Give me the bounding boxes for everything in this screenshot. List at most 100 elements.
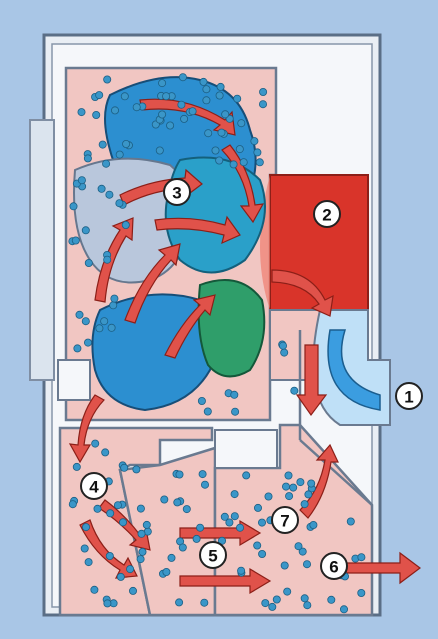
moisture-particle [358,554,365,561]
moisture-particle [199,471,206,478]
moisture-particle [156,147,163,154]
moisture-particle [104,76,111,83]
moisture-particle [163,568,170,575]
moisture-particle [291,387,298,394]
moisture-particle [281,349,288,356]
moisture-particle [96,325,103,332]
moisture-particle [72,237,79,244]
moisture-particle [116,151,123,158]
callout-5: 5 [200,542,226,568]
moisture-particle [82,524,89,531]
moisture-particle [218,129,225,136]
moisture-particle [201,481,208,488]
moisture-particle [161,496,168,503]
moisture-particle [133,104,140,111]
moisture-particle [121,93,128,100]
moisture-particle [273,596,280,603]
moisture-particle [99,141,106,148]
moisture-particle [119,519,126,526]
moisture-particle [123,140,130,147]
moisture-particle [216,92,223,99]
callout-label-2: 2 [322,206,331,225]
garment-green [199,280,265,376]
moisture-particle [254,149,261,156]
moisture-particle [212,147,219,154]
moisture-particle [78,109,85,116]
moisture-particle [221,513,228,520]
moisture-particle [92,440,99,447]
moisture-particle [176,599,183,606]
callout-label-6: 6 [329,558,338,577]
moisture-particle [328,596,335,603]
moisture-particle [116,200,123,207]
moisture-particle [101,318,108,325]
moisture-particle [94,505,101,512]
moisture-particle [139,548,146,555]
moisture-particle [111,295,118,302]
callout-label-1: 1 [404,388,413,407]
moisture-particle [85,259,92,266]
moisture-particle [281,562,288,569]
moisture-particle [84,155,91,162]
moisture-particle [98,185,105,192]
moisture-particle [198,397,205,404]
moisture-particle [254,504,261,511]
moisture-particle [240,159,247,166]
moisture-particle [236,524,243,531]
moisture-particle [203,97,210,104]
moisture-particle [286,493,293,500]
callout-7: 7 [272,507,298,533]
moisture-particle [340,606,347,613]
moisture-particle [358,589,365,596]
moisture-particle [205,130,212,137]
moisture-particle [231,391,238,398]
moisture-particle [236,146,243,153]
moisture-particle [231,491,238,498]
moisture-particle [301,501,308,508]
moisture-particle [303,561,310,568]
callout-4: 4 [81,473,107,499]
moisture-particle [70,203,77,210]
moisture-particle [81,545,88,552]
moisture-particle [159,80,166,87]
moisture-particle [179,544,186,551]
moisture-particle [127,566,134,573]
moisture-particle [259,550,266,557]
moisture-particle [183,506,190,513]
moisture-particle [121,464,128,471]
moisture-particle [256,159,263,166]
moisture-particle [279,342,286,349]
moisture-particle [238,120,245,127]
moisture-particle [168,554,175,561]
moisture-particle [76,311,83,318]
moisture-particle [85,559,92,566]
moisture-particle [73,463,80,470]
moisture-particle [163,93,170,100]
moisture-particle [104,600,111,607]
callout-3: 3 [164,179,190,205]
moisture-particle [176,471,183,478]
moisture-particle [243,472,250,479]
moisture-particle [84,339,91,346]
moisture-particle [282,483,289,490]
moisture-particle [301,595,308,602]
moisture-particle [234,95,241,102]
moisture-particle [285,472,292,479]
callout-label-5: 5 [208,547,217,566]
moisture-particle [110,302,117,309]
callout-label-3: 3 [172,184,181,203]
moisture-particle [133,466,140,473]
moisture-particle [159,111,166,118]
moisture-particle [197,524,204,531]
moisture-particle [347,518,354,525]
moisture-particle [137,556,144,563]
moisture-particle [82,227,89,234]
moisture-particle [203,86,210,93]
moisture-particle [260,88,267,95]
moisture-particle [78,177,85,184]
moisture-particle [216,157,223,164]
moisture-particle [122,221,129,228]
moisture-particle [104,256,111,263]
moisture-particle [106,191,113,198]
